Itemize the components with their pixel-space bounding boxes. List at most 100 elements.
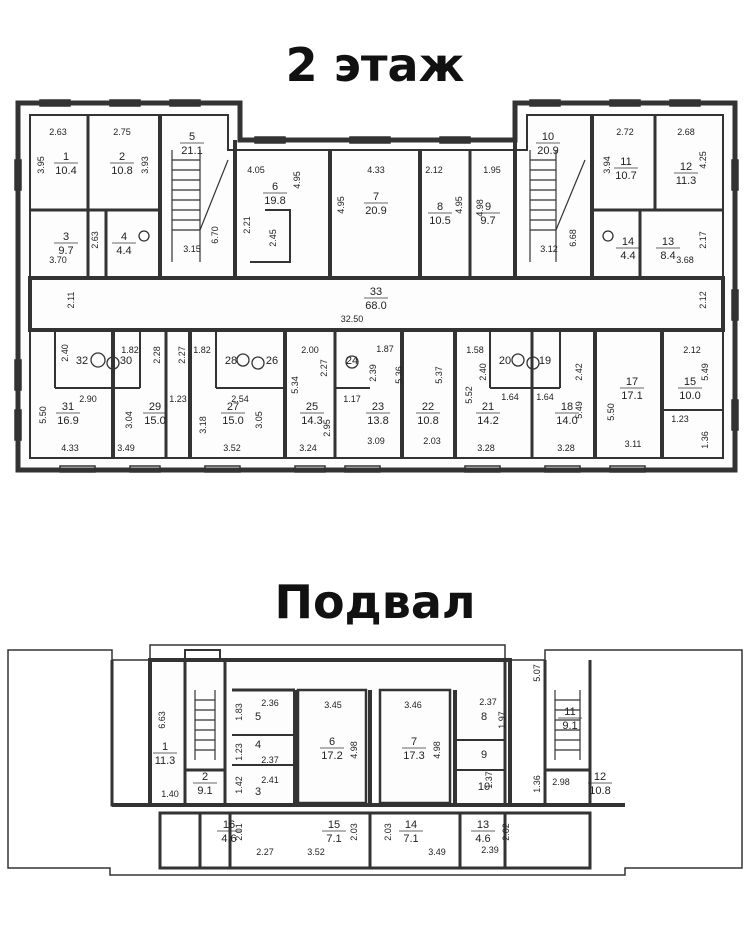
dimension-label: 4.98: [349, 741, 359, 759]
dimension-label: 3.68: [676, 255, 694, 265]
dimension-label: 3.12: [540, 244, 558, 254]
dimension-label: 1.64: [501, 392, 519, 402]
room-number: 32: [76, 355, 88, 367]
dimension-label: 2.21: [242, 216, 252, 234]
dimension-label: 2.12: [425, 165, 443, 175]
room-area: 4.4: [620, 250, 635, 262]
dimension-label: 3.28: [477, 443, 495, 453]
dimension-label: 3.24: [299, 443, 317, 453]
room-area: 4.6: [221, 833, 236, 845]
dimension-label: 2.72: [616, 127, 634, 137]
dimension-label: 6.63: [157, 711, 167, 729]
room-number: 21: [482, 401, 494, 413]
room-area: 7.1: [326, 833, 341, 845]
room-number: 14: [405, 819, 417, 831]
room-number: 13: [477, 819, 489, 831]
room-area: 8.4: [660, 250, 675, 262]
room-number: 27: [227, 401, 239, 413]
dimension-label: 3.46: [404, 700, 422, 710]
room-number: 16: [223, 819, 235, 831]
dimension-label: 2.00: [301, 345, 319, 355]
dimension-label: 1.23: [169, 394, 187, 404]
dimension-label: 2.03: [383, 823, 393, 841]
room-number: 10: [542, 131, 554, 143]
room-number: 24: [346, 355, 358, 367]
dimension-label: 3.93: [140, 156, 150, 174]
dimension-label: 3.95: [36, 156, 46, 174]
dimension-label: 2.12: [698, 291, 708, 309]
dimension-label: 3.05: [254, 411, 264, 429]
room-area: 7.1: [403, 833, 418, 845]
basement-title: Подвал: [274, 575, 476, 629]
room-area: 10.0: [679, 390, 700, 402]
room-number: 8: [481, 711, 487, 723]
room-number: 12: [594, 771, 606, 783]
room-number: 4: [255, 739, 261, 751]
basement-plan: [7, 644, 743, 876]
room-area: 10.4: [55, 165, 76, 177]
room-number: 6: [272, 181, 278, 193]
dimension-label: 1.58: [466, 345, 484, 355]
room-area: 14.0: [556, 415, 577, 427]
dimension-label: 4.05: [247, 165, 265, 175]
room-area: 16.9: [57, 415, 78, 427]
dimension-label: 5.34: [290, 376, 300, 394]
room-area: 15.0: [144, 415, 165, 427]
dimension-label: 3.52: [223, 443, 241, 453]
dimension-label: 2.11: [66, 292, 76, 309]
dimension-label: 2.68: [677, 127, 695, 137]
room-number: 8: [437, 201, 443, 213]
room-area: 4.6: [475, 833, 490, 845]
room-number: 9: [481, 749, 487, 761]
room-number: 33: [370, 286, 382, 298]
dimension-label: 2.40: [478, 363, 488, 381]
room-area: 9.7: [58, 245, 73, 257]
dimension-label: 1.37: [484, 771, 494, 789]
room-number: 15: [684, 376, 696, 388]
room-number: 14: [622, 236, 634, 248]
room-number: 30: [120, 355, 132, 367]
room-area: 10.7: [615, 170, 636, 182]
room-area: 14.3: [301, 415, 322, 427]
dimension-label: 1.36: [532, 775, 542, 793]
room-area: 20.9: [537, 145, 558, 157]
dimension-label: 2.37: [261, 755, 279, 765]
room-number: 26: [266, 355, 278, 367]
dimension-label: 1.17: [343, 394, 361, 404]
room-number: 11: [620, 156, 631, 168]
dimension-label: 3.52: [307, 847, 325, 857]
dimension-label: 2.41: [261, 775, 279, 785]
dimension-label: 2.42: [574, 363, 584, 381]
room-area: 13.8: [367, 415, 388, 427]
room-number: 10: [478, 781, 490, 793]
dimension-label: 1.95: [483, 165, 501, 175]
room-area: 11.3: [676, 175, 697, 187]
dimension-label: 6.70: [210, 226, 220, 244]
dimension-label: 1.36: [700, 431, 710, 449]
dimension-label: 5.37: [434, 366, 444, 384]
dimension-label: 2.27: [177, 346, 187, 364]
dimension-label: 2.02: [501, 823, 511, 841]
dimension-label: 3.49: [117, 443, 135, 453]
room-number: 7: [373, 191, 379, 203]
dimension-label: 1.64: [536, 392, 554, 402]
dimension-label: 3.94: [602, 156, 612, 174]
room-number: 17: [626, 376, 638, 388]
room-number: 2: [119, 151, 125, 163]
room-number: 18: [561, 401, 573, 413]
dimension-label: 2.75: [113, 127, 131, 137]
room-area: 4.4: [116, 245, 131, 257]
dimension-label: 1.42: [234, 776, 244, 794]
room-number: 6: [329, 736, 335, 748]
dimension-label: 2.54: [231, 394, 249, 404]
room-number: 4: [121, 231, 127, 243]
room-number: 1: [162, 741, 168, 753]
dimension-label: 3.11: [625, 439, 642, 449]
dimension-label: 32.50: [341, 314, 364, 324]
room-number: 9: [485, 201, 491, 213]
dimension-label: 1.97: [497, 711, 507, 729]
room-area: 68.0: [365, 300, 386, 312]
